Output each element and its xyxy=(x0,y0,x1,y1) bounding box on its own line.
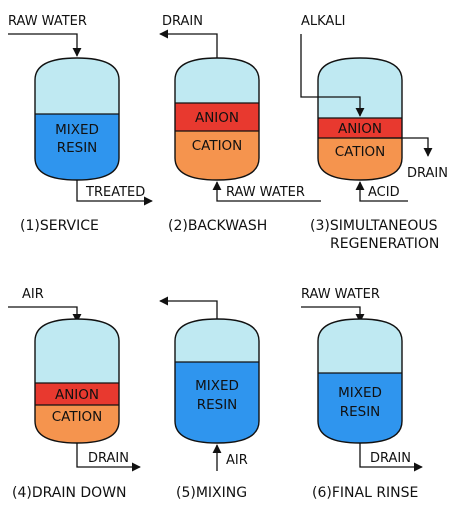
drain-label: DRAIN xyxy=(370,451,411,466)
alkali-inlet-arrow xyxy=(300,34,365,117)
step-drain-down: AIR ANION CATION DRAIN (4)DRAIN DOWN xyxy=(8,287,141,501)
step-caption: (2)BACKWASH xyxy=(168,218,267,234)
step-caption: (6)FINAL RINSE xyxy=(312,485,418,501)
step-caption: (4)DRAIN DOWN xyxy=(12,485,127,501)
mixed-resin-label-line1: MIXED xyxy=(55,122,99,138)
drain-outlet-arrow xyxy=(159,29,218,58)
drain-label: DRAIN xyxy=(407,166,448,181)
alkali-label: ALKALI xyxy=(301,14,345,29)
vessel-fill xyxy=(175,319,259,443)
vessel-fill xyxy=(175,58,259,180)
step-mixing: MIXED RESIN AIR (5)MIXING xyxy=(159,296,260,501)
mixed-resin-label-line1: MIXED xyxy=(195,378,239,394)
step-caption: (1)SERVICE xyxy=(20,218,99,234)
raw-water-inlet-arrow xyxy=(301,306,365,323)
cation-label: CATION xyxy=(192,138,243,154)
anion-layer xyxy=(35,383,119,405)
mixed-resin-bed xyxy=(175,362,259,443)
mixed-resin-label-line2: RESIN xyxy=(197,397,238,413)
raw-water-label: RAW WATER xyxy=(226,185,305,200)
vessel-fill xyxy=(35,319,119,443)
step-caption-line2: REGENERATION xyxy=(330,236,439,252)
raw-water-label: RAW WATER xyxy=(301,287,380,302)
air-inlet-arrow xyxy=(8,306,82,323)
anion-label: ANION xyxy=(338,121,382,137)
vessel-outline xyxy=(174,57,260,181)
vessel-outline xyxy=(317,57,403,181)
raw-water-label: RAW WATER xyxy=(8,14,87,29)
cation-label: CATION xyxy=(52,409,103,425)
cation-layer xyxy=(35,405,119,443)
vessel-fill xyxy=(318,58,402,180)
vessel-fill xyxy=(35,58,119,180)
vent-arrow xyxy=(159,296,218,319)
acid-inlet-arrow xyxy=(355,181,408,202)
anion-layer xyxy=(318,118,402,138)
vessel-outline xyxy=(34,318,120,444)
vessel-outline xyxy=(174,318,260,444)
raw-water-inlet-arrow xyxy=(212,181,321,202)
mixed-resin-label-line2: RESIN xyxy=(57,140,98,156)
inlet-arrow xyxy=(8,33,82,57)
cation-label: CATION xyxy=(335,144,386,160)
mixed-resin-bed xyxy=(318,373,402,443)
step-simultaneous-regeneration: ALKALI ANION CATION DRAIN ACID (3)SIMULT… xyxy=(300,14,448,252)
outlet-arrow xyxy=(76,180,153,206)
drain-side-arrow xyxy=(360,137,433,157)
air-label: AIR xyxy=(22,287,44,302)
drain-label: DRAIN xyxy=(162,14,203,29)
step-service: RAW WATER MIXED RESIN TREATED (1)SERVICE xyxy=(8,14,153,234)
vessel-outline xyxy=(34,57,120,181)
acid-label: ACID xyxy=(368,185,400,200)
mixed-resin-bed xyxy=(35,114,119,180)
mixed-resin-label-line2: RESIN xyxy=(340,404,381,420)
step-caption: (5)MIXING xyxy=(176,485,247,501)
air-label: AIR xyxy=(226,453,248,468)
drain-outlet-arrow xyxy=(359,443,423,472)
treated-label: TREATED xyxy=(85,185,145,200)
mixed-resin-label-line1: MIXED xyxy=(338,385,382,401)
step-final-rinse: RAW WATER MIXED RESIN DRAIN (6)FINAL RIN… xyxy=(301,287,423,501)
anion-label: ANION xyxy=(195,110,239,126)
anion-layer xyxy=(175,103,259,131)
step-caption-line1: (3)SIMULTANEOUS xyxy=(310,218,438,234)
cation-layer xyxy=(318,138,402,180)
drain-label: DRAIN xyxy=(88,451,129,466)
step-backwash: DRAIN ANION CATION RAW WATER (2)BACKWASH xyxy=(159,14,321,234)
cation-layer xyxy=(175,131,259,180)
drain-outlet-arrow xyxy=(76,443,141,472)
vessel-fill xyxy=(318,319,402,443)
vessel-outline xyxy=(317,318,403,444)
anion-label: ANION xyxy=(55,387,99,403)
